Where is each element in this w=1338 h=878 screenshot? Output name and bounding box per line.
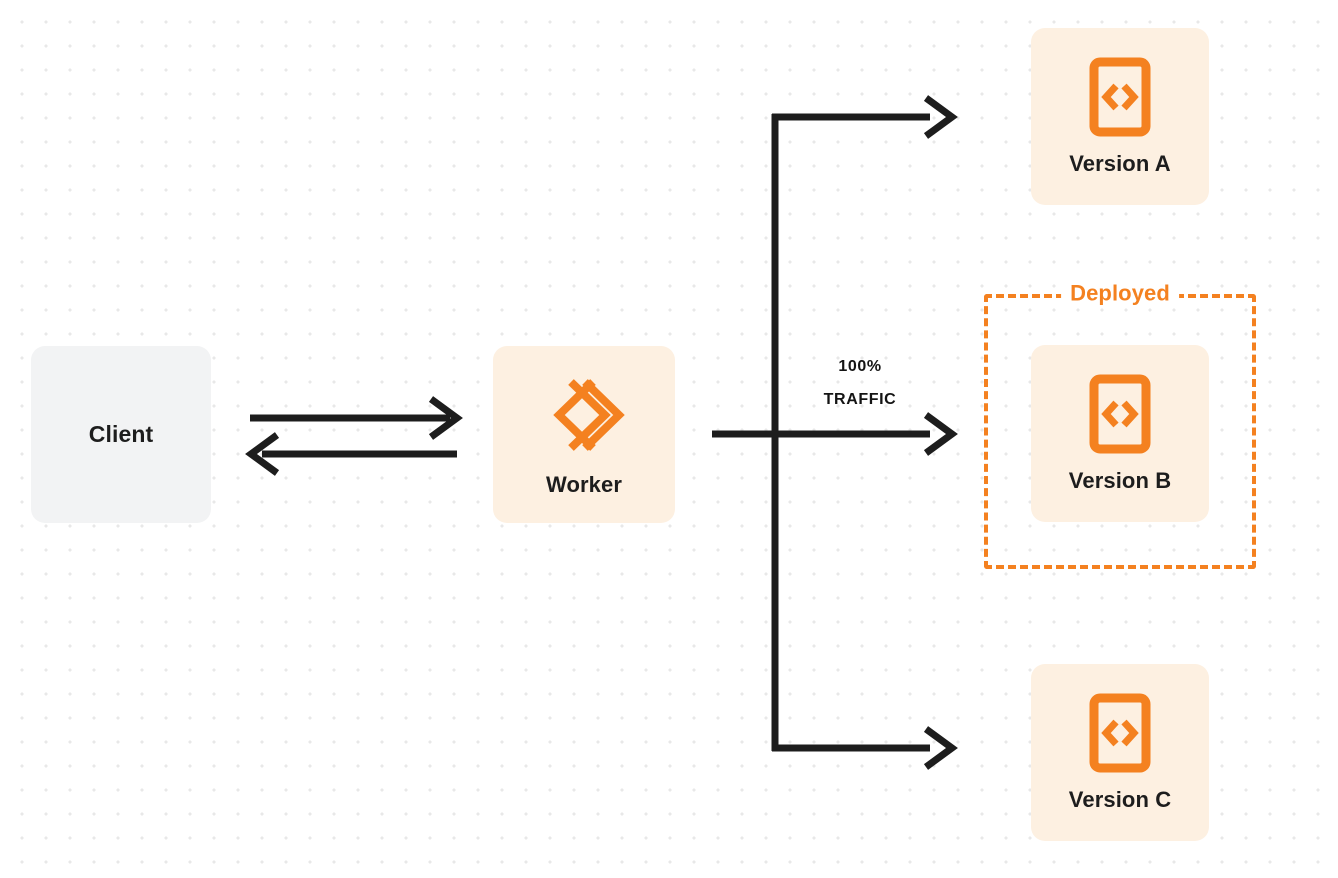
arrow-worker-to-version-b bbox=[712, 412, 958, 456]
node-version-c-label: Version C bbox=[1068, 786, 1172, 812]
traffic-percent-value: 100% bbox=[838, 358, 882, 375]
arrow-trunk-to-version-c bbox=[772, 726, 958, 770]
cloudflare-workers-icon bbox=[541, 372, 627, 458]
node-version-c[interactable]: Version C bbox=[1031, 664, 1209, 841]
code-brackets-icon bbox=[1089, 693, 1151, 773]
traffic-percentage-label: 100% TRAFFIC bbox=[790, 350, 930, 416]
node-client-label: Client bbox=[88, 421, 154, 447]
code-brackets-icon bbox=[1089, 374, 1151, 454]
node-version-b-label: Version B bbox=[1068, 467, 1172, 493]
code-brackets-icon bbox=[1089, 57, 1151, 137]
node-version-a-label: Version A bbox=[1069, 150, 1171, 176]
arrow-client-to-worker bbox=[250, 396, 463, 440]
arrow-worker-to-client bbox=[245, 432, 457, 476]
node-version-b[interactable]: Version B bbox=[1031, 345, 1209, 522]
node-worker-label: Worker bbox=[546, 471, 622, 497]
node-client[interactable]: Client bbox=[31, 346, 211, 523]
traffic-word-label: TRAFFIC bbox=[823, 391, 897, 408]
deployed-group-label: Deployed bbox=[1061, 280, 1179, 307]
node-version-a[interactable]: Version A bbox=[1031, 28, 1209, 205]
arrow-trunk-to-version-a bbox=[772, 95, 958, 139]
node-worker[interactable]: Worker bbox=[493, 346, 675, 523]
deployed-group-boundary: Deployed bbox=[984, 280, 1256, 569]
